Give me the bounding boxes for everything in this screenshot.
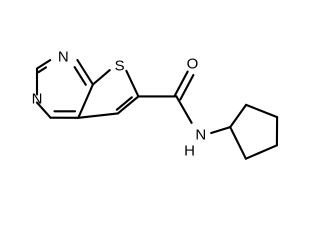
atom-label-n-top: N: [58, 49, 69, 66]
bond-n3-c4: [35, 101, 52, 119]
bond-c7a-n1: [76, 58, 94, 86]
cyclopentyl-group: [210, 103, 279, 160]
bond-n1-c2: [35, 59, 52, 70]
bond-cp1-cp2: [229, 103, 248, 129]
bond-s-c6: [125, 69, 140, 98]
bond-cp2-cp3: [245, 103, 279, 119]
atom-label-n-left: N: [32, 91, 43, 108]
atom-label-n-amide: N: [195, 127, 206, 144]
pyrimidine-ring: [35, 58, 94, 119]
bond-n-cp1: [210, 126, 232, 135]
structure-canvas: N N S O N H: [31, 48, 279, 160]
atom-label-o: O: [187, 56, 199, 73]
thiophene-ring: [77, 69, 140, 119]
bond-cp5-cp1: [229, 126, 247, 160]
atom-label-s: S: [115, 58, 125, 75]
bond-c7a-s: [91, 69, 111, 86]
bond-carbonyl-o-b: [179, 73, 195, 101]
bond-n1-c2-inner: [37, 66, 48, 74]
bond-carbonyl-n: [175, 95, 193, 124]
bond-cp4-cp5: [244, 144, 278, 160]
bond-c5-c4a: [77, 112, 119, 119]
bond-c6-c5: [116, 95, 140, 115]
molecule-diagram: N N S O N H: [32, 49, 279, 160]
carboxamide-group: [137, 70, 195, 124]
bond-c7a-n1-inner: [73, 66, 87, 86]
bond-carbonyl-o-a: [173, 70, 189, 98]
atom-label-h-amide: H: [184, 143, 195, 160]
bond-c4a-c7a: [77, 83, 94, 119]
bond-c6-c5-inner: [115, 96, 133, 111]
